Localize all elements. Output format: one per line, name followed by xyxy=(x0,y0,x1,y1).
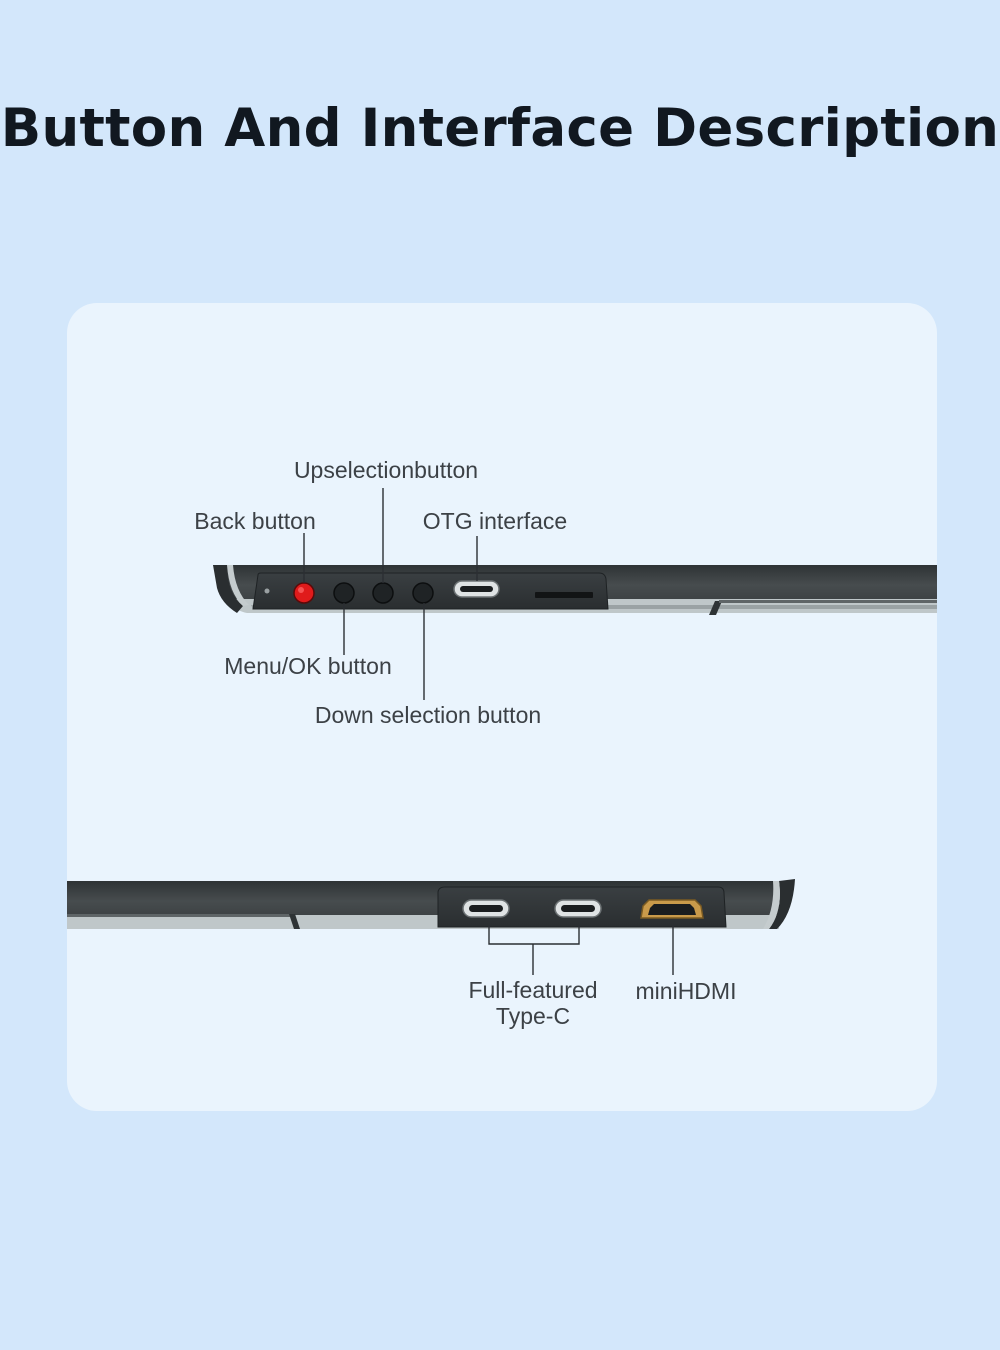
bottom-leader-lines xyxy=(488,925,674,975)
down-selection-button[interactable] xyxy=(412,582,434,604)
mini-hdmi-label: miniHDMI xyxy=(635,978,737,1004)
back-button[interactable] xyxy=(293,582,315,604)
top-edge-left-end xyxy=(213,565,243,613)
menu-ok-button[interactable] xyxy=(333,582,355,604)
type-c-label-line1: Full-featured xyxy=(468,977,598,1003)
menu-ok-label: Menu/OK button xyxy=(224,653,392,679)
type-c-label: Full-featured Type-C xyxy=(433,977,633,1029)
page-title: Button And Interface Description xyxy=(0,98,1000,159)
top-leader-lines xyxy=(303,488,478,700)
otg-interface-label: OTG interface xyxy=(422,508,568,534)
reset-pinhole-icon xyxy=(264,588,270,594)
down-selection-label: Down selection button xyxy=(314,702,542,728)
bottom-edge-right-end xyxy=(769,879,795,929)
top-edge-device xyxy=(213,565,937,615)
device-diagram xyxy=(67,488,937,975)
back-button-label: Back button xyxy=(194,508,316,534)
up-selection-button[interactable] xyxy=(372,582,394,604)
card-slot xyxy=(535,592,593,598)
type-c-label-line2: Type-C xyxy=(495,1003,571,1029)
up-selection-label: Upselectionbutton xyxy=(293,457,479,483)
diagram-card: Upselectionbutton Back button OTG interf… xyxy=(67,303,937,1111)
bottom-edge-device xyxy=(67,879,795,929)
